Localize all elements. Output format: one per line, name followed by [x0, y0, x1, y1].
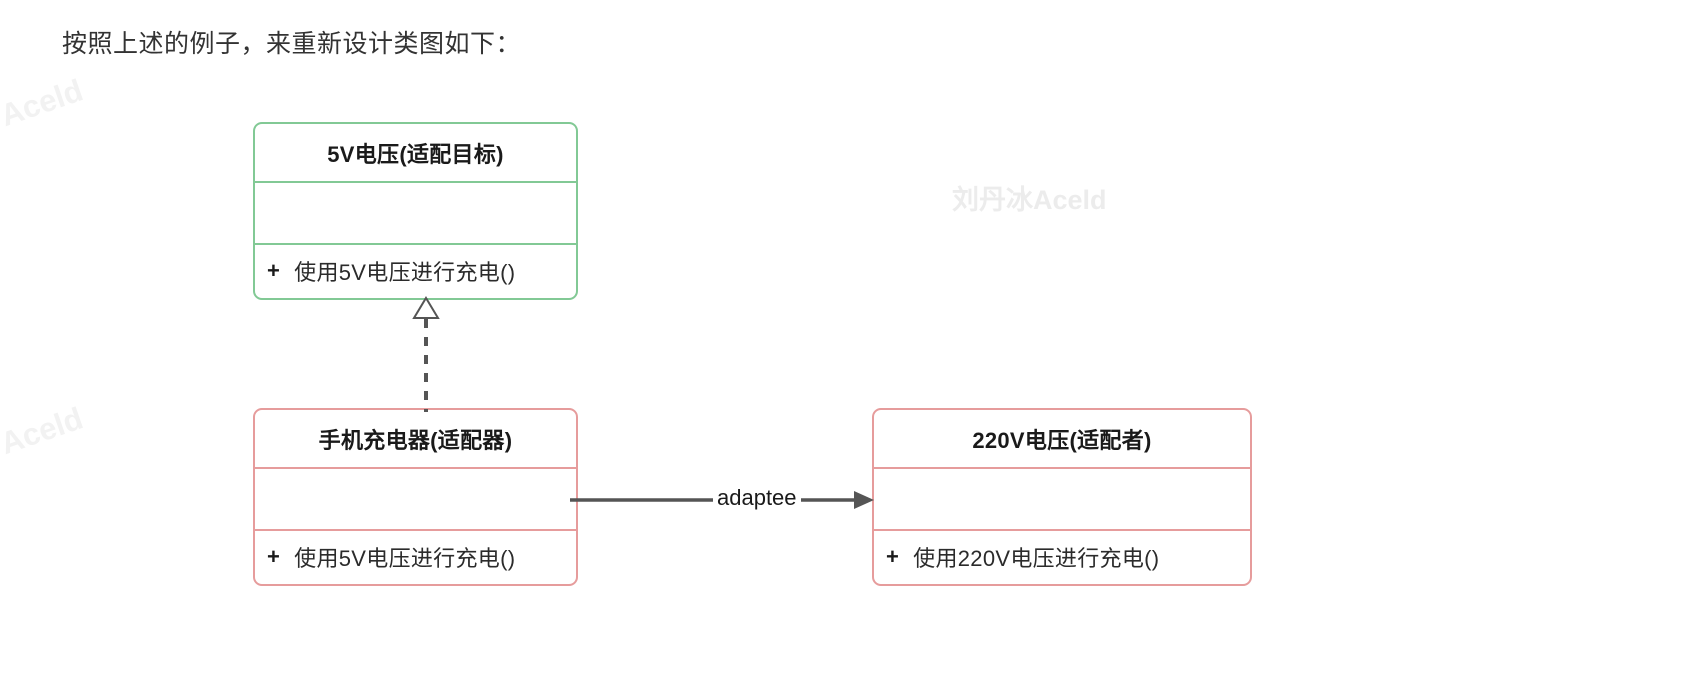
- method-signature: 使用5V电压进行充电(): [294, 546, 516, 571]
- watermark-left-bottom: Aceld: [0, 400, 88, 462]
- class-attributes-adaptee: [874, 467, 1250, 529]
- method-visibility-icon: +: [886, 544, 900, 569]
- class-methods-adaptee: + 使用220V电压进行充电(): [874, 529, 1250, 583]
- page-heading: 按照上述的例子，来重新设计类图如下：: [62, 30, 522, 58]
- class-attributes-adapter: [255, 467, 576, 529]
- class-title-adaptee: 220V电压(适配者): [972, 427, 1152, 453]
- class-title-adapter: 手机充电器(适配器): [318, 427, 513, 453]
- class-methods-target: + 使用5V电压进行充电(): [255, 243, 576, 297]
- method-visibility-icon: +: [267, 258, 281, 283]
- method-signature: 使用5V电压进行充电(): [294, 260, 516, 285]
- uml-class-adapter[interactable]: 手机充电器(适配器) + 使用5V电压进行充电(): [253, 408, 578, 586]
- uml-class-adaptee[interactable]: 220V电压(适配者) + 使用220V电压进行充电(): [872, 408, 1252, 586]
- edge-realization-adapter-to-target: [412, 296, 440, 412]
- class-title-target: 5V电压(适配目标): [327, 141, 504, 167]
- watermark-left-top: Aceld: [0, 72, 88, 134]
- method-visibility-icon: +: [267, 544, 281, 569]
- hollow-triangle-arrowhead-icon: [412, 296, 440, 319]
- filled-arrowhead-icon: [854, 491, 874, 509]
- class-attributes-target: [255, 181, 576, 243]
- watermark-center: 刘丹冰Aceld: [952, 185, 1107, 215]
- edge-label-adaptee: adaptee: [713, 485, 801, 511]
- class-methods-adapter: + 使用5V电压进行充电(): [255, 529, 576, 583]
- uml-class-target[interactable]: 5V电压(适配目标) + 使用5V电压进行充电(): [253, 122, 578, 300]
- method-signature: 使用220V电压进行充电(): [913, 546, 1160, 571]
